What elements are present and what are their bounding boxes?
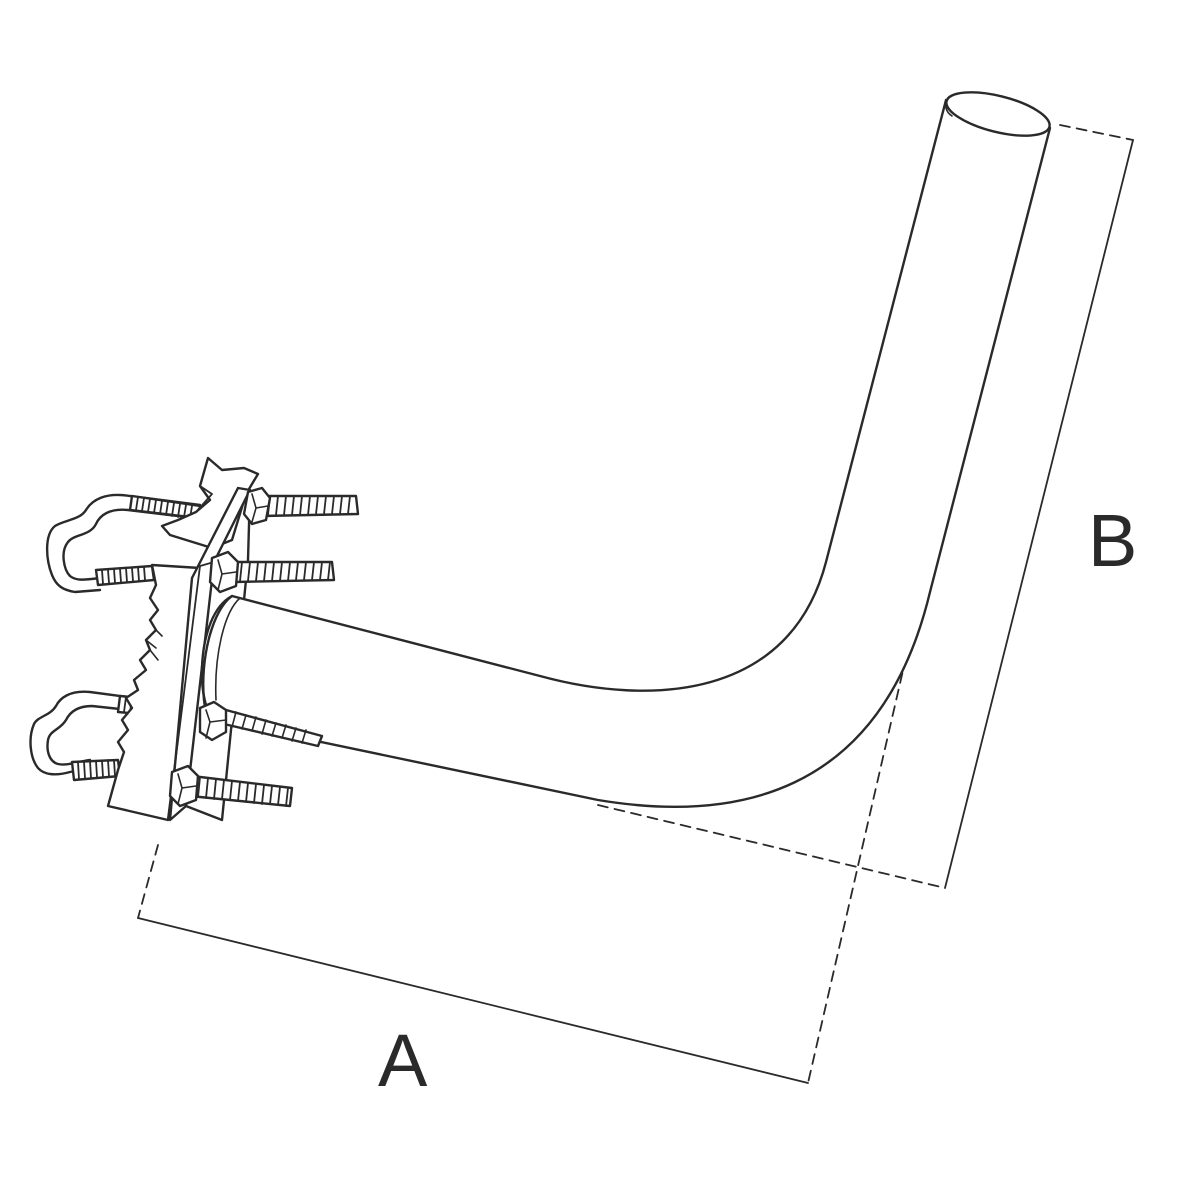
bottom-bolt — [168, 764, 294, 808]
top-bolt — [242, 486, 360, 526]
upper-u-bolt — [45, 493, 202, 594]
third-bolt — [198, 700, 324, 748]
dimension-b-extension-top — [1059, 124, 1134, 141]
dimension-a-extension-right — [807, 639, 911, 1084]
dimension-b-label: B — [1088, 499, 1137, 582]
top-nut — [242, 486, 272, 526]
bent-mast-pipe — [200, 91, 1052, 808]
dimension-a-label: A — [378, 1019, 428, 1102]
second-nut — [208, 550, 240, 594]
mounting-plate — [160, 456, 260, 822]
dimension-b-extension-bottom — [597, 804, 946, 889]
dimension-a-extension-left — [137, 844, 159, 919]
dimension-b-line — [944, 139, 1134, 889]
dimension-lines — [137, 124, 1134, 1084]
serrated-clamp-jaw — [106, 563, 202, 822]
bottom-nut — [168, 764, 200, 808]
dimension-a-line — [137, 917, 809, 1084]
second-bolt — [208, 550, 336, 594]
